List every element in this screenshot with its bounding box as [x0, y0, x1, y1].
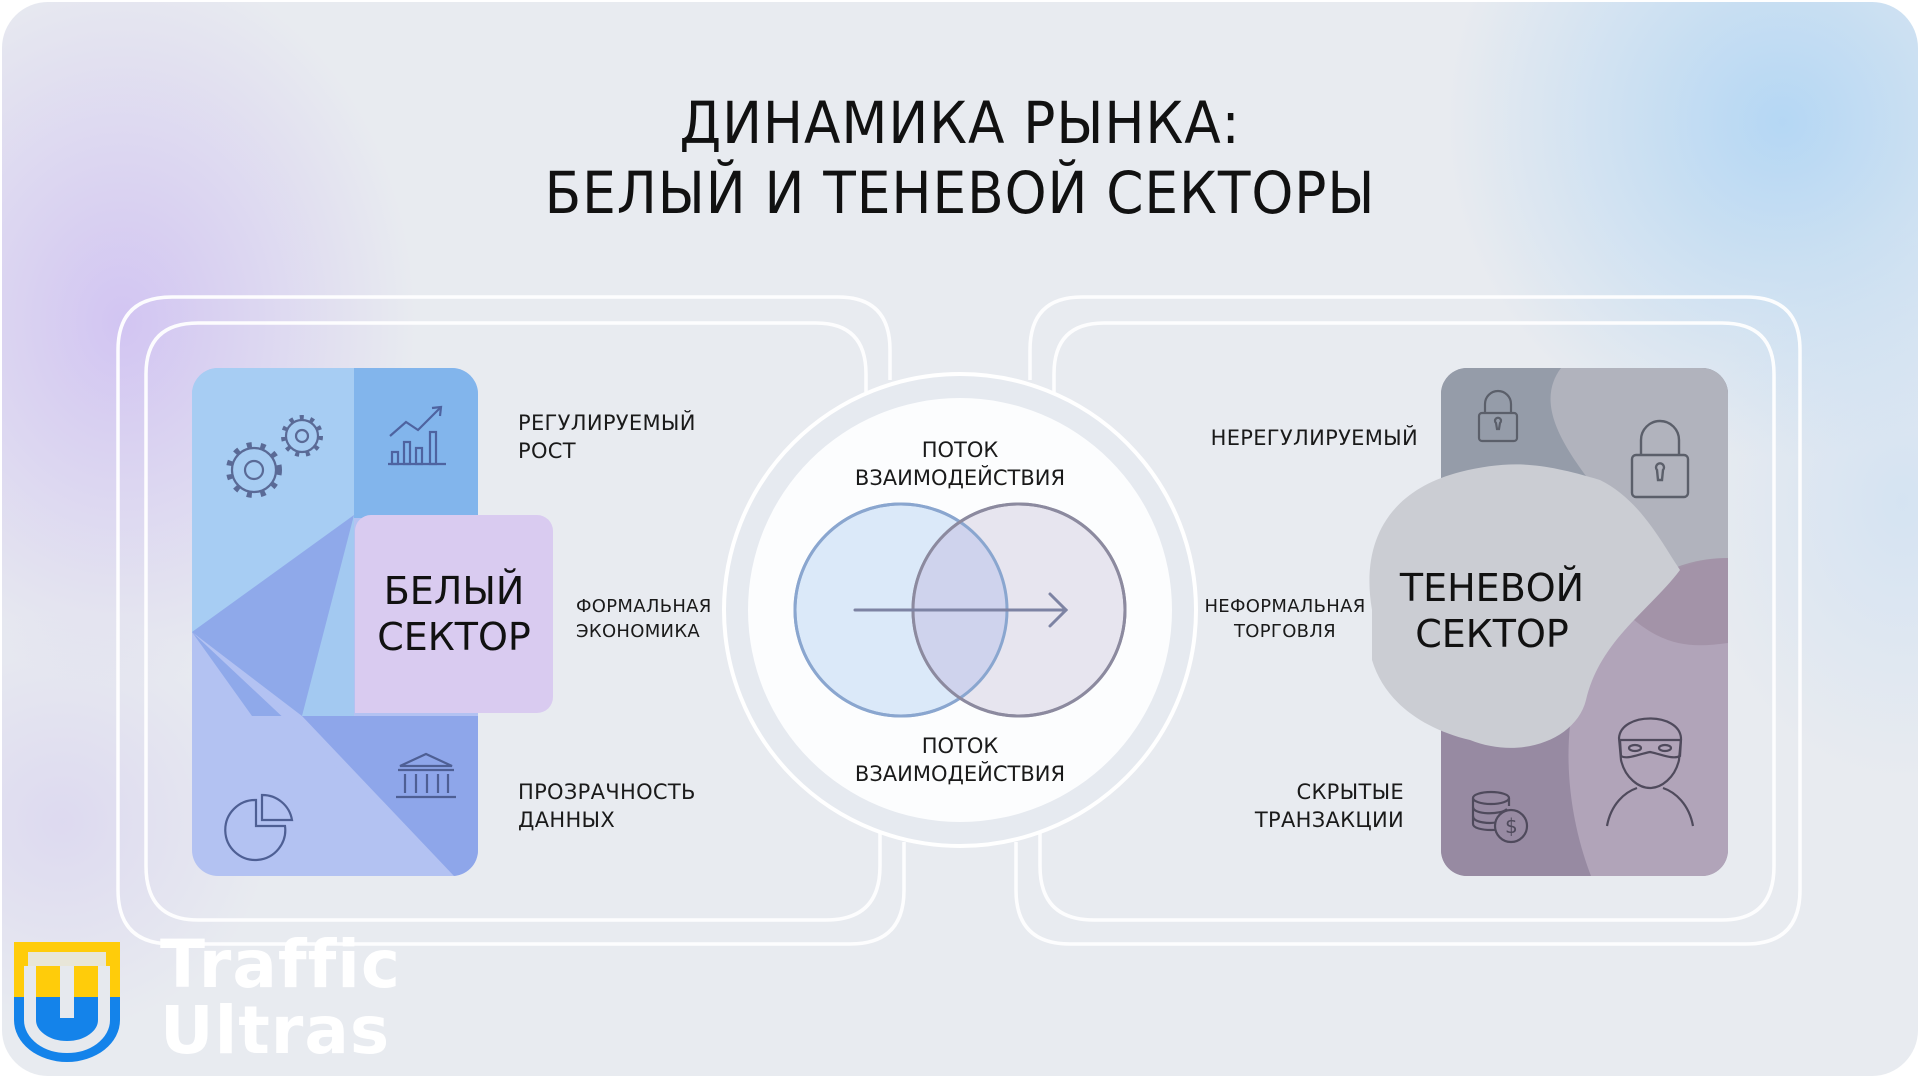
label-line: ПОТОК [921, 438, 999, 462]
label-line: СКРЫТЫЕ [1296, 780, 1404, 804]
center-label-bottom: ПОТОК ВЗАИМОДЕЙСТВИЯ [760, 732, 1160, 788]
growth-chart-icon [388, 405, 446, 466]
white-sector-title-box: БЕЛЫЙ СЕКТОР [355, 515, 553, 713]
pie-chart-icon [224, 793, 294, 862]
label-formal-economy: ФОРМАЛЬНАЯ ЭКОНОМИКА [576, 594, 712, 644]
label-line: ПРОЗРАЧНОСТЬ [518, 780, 696, 804]
title-line-1: ДИНАМИКА РЫНКА: [679, 89, 1241, 157]
title-line-2: БЕЛЫЙ И ТЕНЕВОЙ СЕКТОРЫ [544, 159, 1376, 227]
label-line: РЕГУЛИРУЕМЫЙ [518, 411, 696, 435]
white-sector-card [192, 368, 478, 876]
padlock-small-icon [1477, 389, 1519, 443]
label-line: ВЗАИМОДЕЙСТВИЯ [854, 762, 1066, 786]
label-regulated-growth: РЕГУЛИРУЕМЫЙ РОСТ [518, 409, 696, 465]
label-data-transparency: ПРОЗРАЧНОСТЬ ДАННЫХ [518, 778, 696, 834]
white-sector-title-line-2: СЕКТОР [377, 615, 531, 659]
shadow-sector-title-line-2: СЕКТОР [1415, 612, 1569, 656]
label-informal-trade: НЕФОРМАЛЬНАЯ ТОРГОВЛЯ [1200, 594, 1370, 644]
label-hidden-transactions: СКРЫТЫЕ ТРАНЗАКЦИИ [1255, 778, 1404, 834]
page-title: ДИНАМИКА РЫНКА: БЕЛЫЙ И ТЕНЕВОЙ СЕКТОРЫ [77, 88, 1843, 228]
brand-line-1: Traffic [160, 926, 402, 1003]
gears-icon [226, 415, 323, 498]
masked-person-icon [1605, 717, 1695, 827]
coins-dollar-icon: $ [1471, 790, 1529, 844]
label-line: ТОРГОВЛЯ [1234, 621, 1336, 642]
label-line: ТРАНЗАКЦИИ [1254, 808, 1404, 832]
white-sector-title-line-1: БЕЛЫЙ [383, 569, 525, 613]
arrow-right-icon [853, 592, 1069, 628]
label-line: ВЗАИМОДЕЙСТВИЯ [854, 466, 1066, 490]
center-label-top: ПОТОК ВЗАИМОДЕЙСТВИЯ [760, 436, 1160, 492]
traffic-ultras-logo-icon [14, 942, 120, 1062]
label-line: РОСТ [518, 439, 576, 463]
label-line: ПОТОК [921, 734, 999, 758]
shadow-sector-title-line-1: ТЕНЕВОЙ [1399, 566, 1585, 610]
label-line: НЕФОРМАЛЬНАЯ [1204, 596, 1366, 617]
brand-wordmark: Traffic Ultras [160, 932, 401, 1064]
label-line: ДАННЫХ [518, 808, 616, 832]
bank-building-icon [396, 752, 456, 799]
brand-line-2: Ultras [160, 992, 391, 1069]
label-unregulated: НЕРЕГУЛИРУЕМЫЙ [1211, 424, 1418, 452]
label-line: НЕРЕГУЛИРУЕМЫЙ [1210, 426, 1418, 450]
shadow-sector-title: ТЕНЕВОЙ СЕКТОР [1392, 565, 1592, 657]
svg-text:$: $ [1505, 814, 1518, 838]
label-line: ФОРМАЛЬНАЯ [576, 596, 712, 617]
label-line: ЭКОНОМИКА [576, 621, 701, 642]
